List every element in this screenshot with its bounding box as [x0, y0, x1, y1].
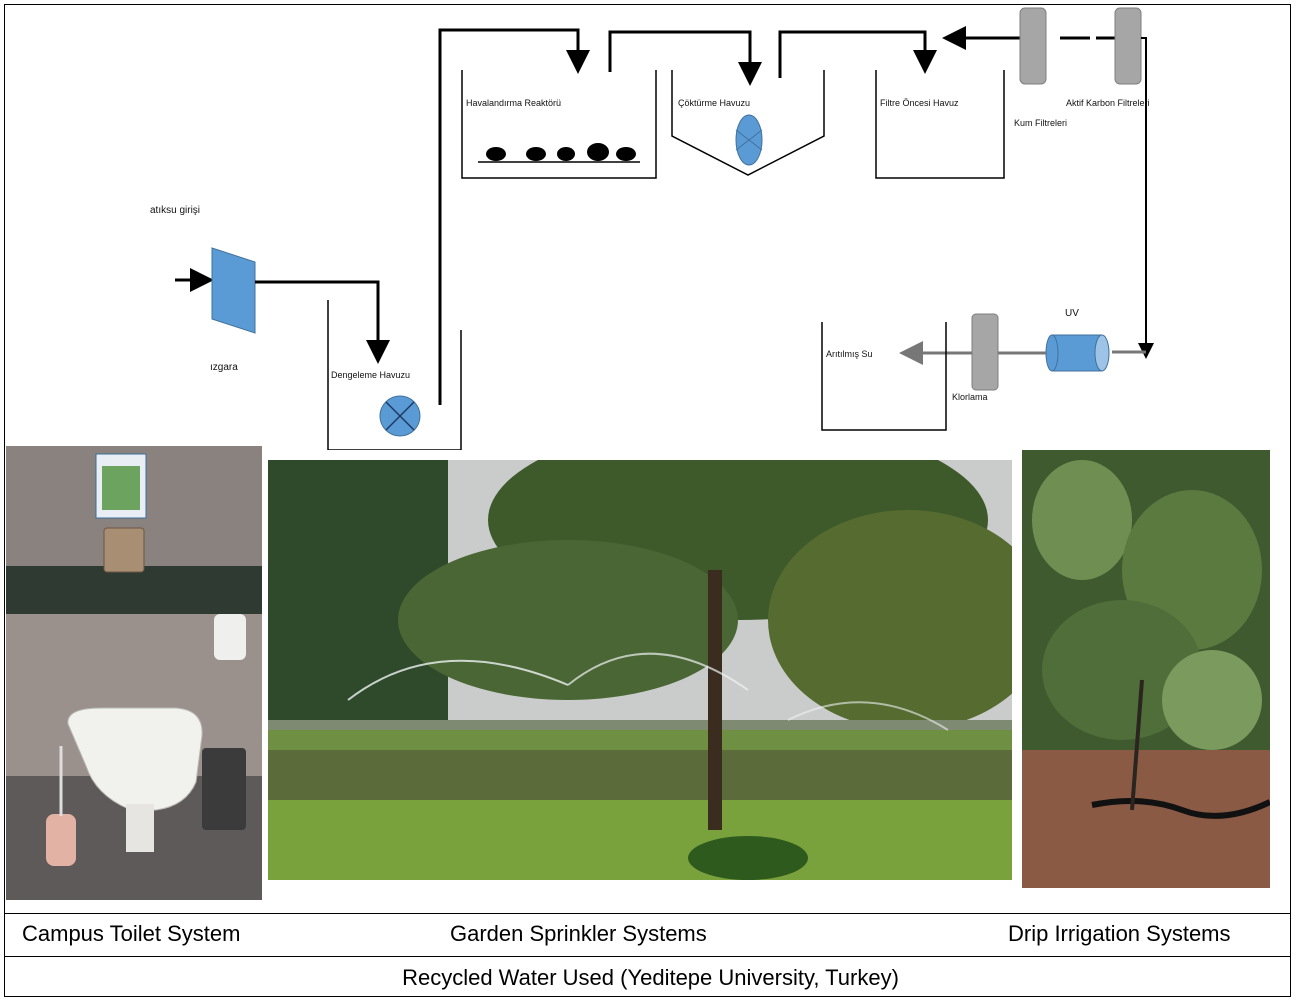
screen-label: ızgara — [210, 362, 238, 373]
flow-line — [778, 30, 937, 78]
diffuser-icon — [616, 147, 636, 161]
footer-caption: Recycled Water Used (Yeditepe University… — [402, 965, 899, 990]
equalization-label: Dengeleme Havuzu — [331, 370, 410, 380]
sprinkler-photo-icon — [268, 460, 1012, 880]
prefilter-tank — [875, 70, 1005, 179]
prefilter-label: Filtre Öncesi Havuz — [880, 98, 959, 108]
sprinkler-caption: Garden Sprinkler Systems — [450, 921, 707, 946]
sedimentation-tank — [671, 70, 825, 176]
toilet-caption: Campus Toilet System — [22, 921, 241, 946]
aeration-tank — [461, 70, 657, 179]
toilet-photo — [6, 446, 262, 900]
sedimentation-label: Çöktürme Havuzu — [678, 98, 750, 108]
inlet-label: atıksu girişi — [150, 205, 200, 216]
sand-filter-label: Kum Filtreleri — [1014, 118, 1067, 128]
flow-line — [1138, 37, 1154, 359]
sand-filter-icon — [1019, 7, 1047, 85]
treated-water-tank — [821, 322, 947, 431]
footer-row — [4, 956, 1291, 997]
flow-line — [255, 280, 390, 364]
chlorination-icon — [971, 313, 999, 391]
sprinkler-photo — [268, 460, 1012, 880]
diffuser-icon — [557, 147, 575, 161]
figure-frame — [4, 4, 1291, 997]
diffuser-icon — [526, 147, 546, 161]
toilet-photo-icon — [6, 446, 262, 900]
caption-row — [4, 913, 1291, 956]
drip-caption: Drip Irrigation Systems — [1008, 921, 1231, 946]
carbon-filter-icon — [1114, 7, 1142, 85]
aeration-label: Havalandırma Reaktörü — [466, 98, 561, 108]
carbon-filter-label: Aktif Karbon Filtreleri — [1066, 98, 1150, 108]
flow-line — [438, 28, 590, 405]
flow-line — [608, 30, 762, 86]
equalization-tank — [327, 300, 462, 450]
screen-shape — [211, 247, 256, 334]
uv-label: UV — [1065, 308, 1079, 319]
chlorination-label: Klorlama — [952, 392, 988, 402]
drip-irrigation-photo-icon — [1022, 450, 1270, 888]
drip-photo — [1022, 450, 1270, 888]
treatment-process-diagram: atıksu girişi ızgara Dengeleme Havuzu Ha… — [150, 7, 1154, 450]
diffuser-icon — [486, 147, 506, 161]
treated-water-label: Arıtılmış Su — [826, 349, 873, 359]
diffuser-icon — [587, 143, 609, 161]
uv-unit-icon — [1045, 334, 1110, 372]
